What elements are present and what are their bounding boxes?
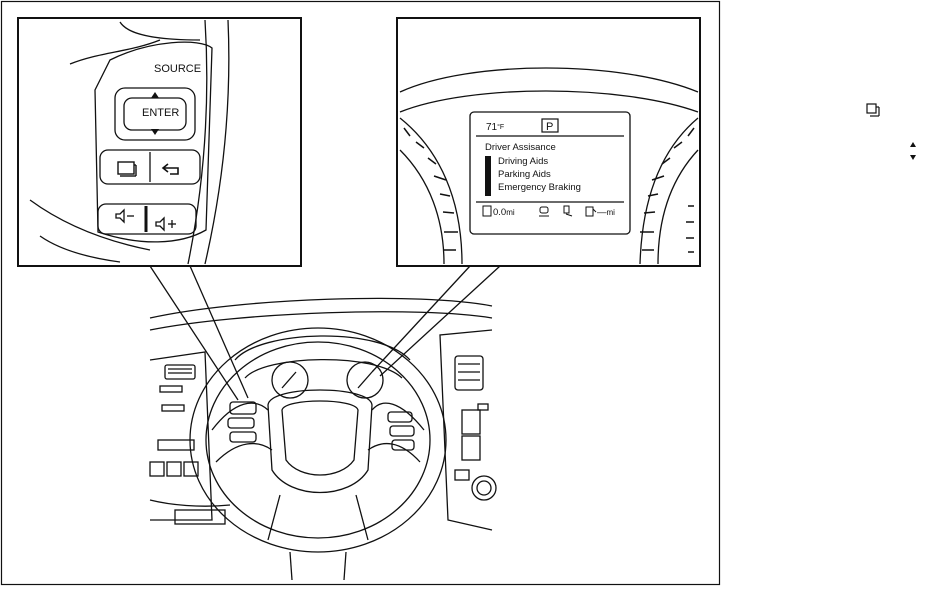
arrow-up-icon: [151, 92, 159, 98]
menu-screen-icon: [866, 103, 880, 117]
source-label: SOURCE: [154, 63, 201, 75]
steering-switch-inset: SOURCE ENTER: [17, 17, 302, 267]
menu-scrollbar: [485, 156, 491, 196]
trip-icon: [482, 205, 492, 217]
menu-screen-icon: [117, 161, 137, 177]
menu-item[interactable]: Driving Aids: [498, 156, 548, 167]
gear-indicator: P: [546, 121, 553, 133]
menu-title: Driver Assisance: [485, 142, 556, 153]
menu-item[interactable]: Parking Aids: [498, 169, 551, 180]
steering-switch-inset-frame: [17, 17, 302, 267]
left-gauge-ticks: [403, 127, 458, 251]
car-assist-icon: [539, 206, 549, 217]
volume-down-icon: [115, 208, 134, 224]
volume-up-icon: [155, 216, 176, 232]
updown-arrows-icon: [910, 142, 916, 160]
menu-item[interactable]: Emergency Braking: [498, 182, 581, 193]
parking-assist-icon: [563, 205, 573, 217]
right-gauge-ticks: [640, 127, 695, 253]
range-readout: —mi: [597, 207, 615, 218]
gear-indicator-box: [541, 118, 559, 133]
dashboard-scene: [149, 297, 497, 581]
display-inset: 71°F P Driver Assisance Driving Aids Par…: [396, 17, 701, 267]
enter-button-label: ENTER: [142, 107, 179, 119]
temperature-readout: 71°F: [486, 122, 504, 133]
arrow-down-icon: [151, 129, 159, 135]
fuel-pump-icon: [585, 206, 597, 217]
callout-lines: [149, 265, 501, 401]
back-arrow-icon: [161, 163, 179, 175]
trip-readout: 0.0mi: [493, 207, 515, 218]
display-inset-frame: [396, 17, 701, 267]
